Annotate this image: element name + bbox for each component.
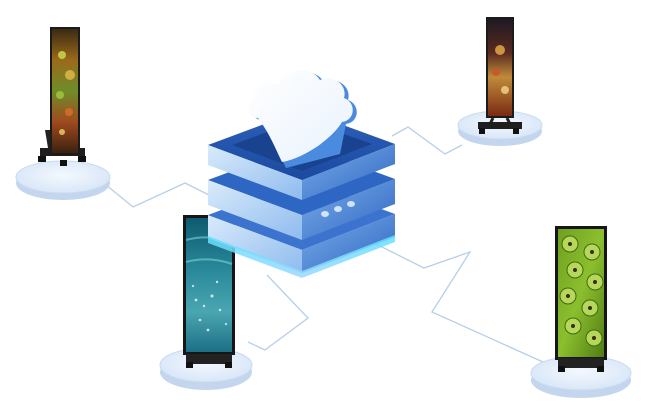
- connector-top-right: [391, 126, 463, 155]
- pad-top-left: [15, 160, 111, 200]
- connector-bottom-right: [373, 242, 544, 363]
- display-bottom-right: [555, 226, 607, 372]
- indicator-lights: [321, 201, 355, 217]
- display-top-right: [478, 17, 522, 134]
- cloud-server-hub: [208, 69, 395, 278]
- connector-bottom-left: [247, 274, 309, 351]
- pad-bottom-right: [530, 355, 632, 398]
- connector-top-left: [99, 179, 226, 208]
- cloud-icon: [248, 69, 357, 168]
- connectors: [99, 126, 544, 363]
- display-top-left: [38, 27, 86, 166]
